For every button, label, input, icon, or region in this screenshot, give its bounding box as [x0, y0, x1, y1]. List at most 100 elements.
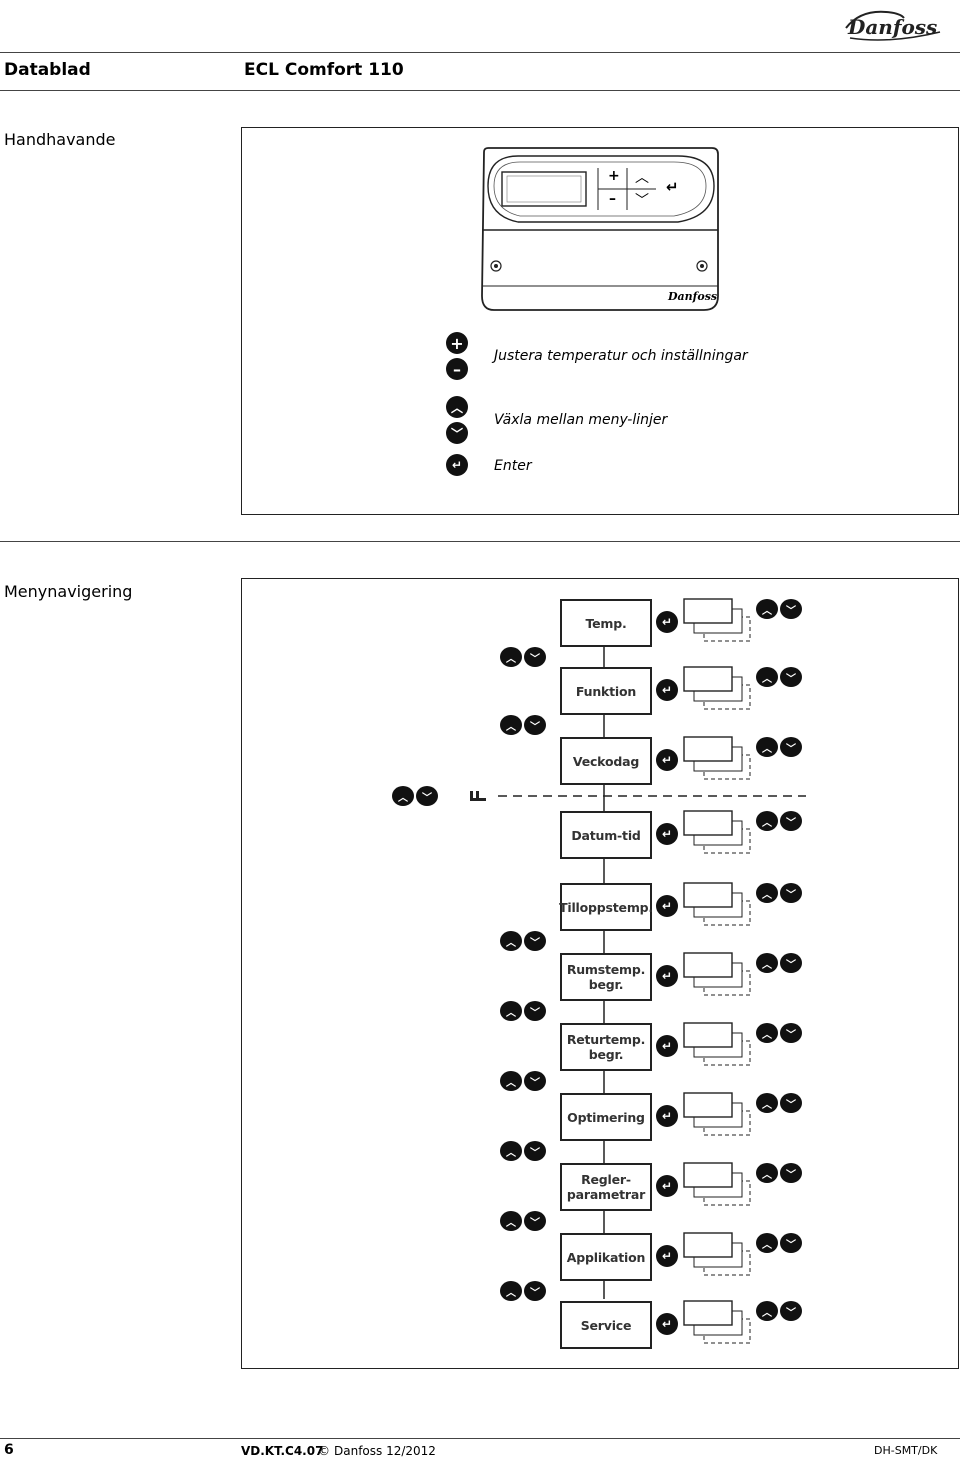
doc-type: Datablad — [4, 60, 91, 80]
submenu-stack — [683, 1092, 751, 1136]
menu-panel: Temp.↵︿﹀︿﹀Funktion↵︿﹀︿﹀Veckodag↵︿﹀Datum-… — [241, 578, 959, 1369]
legend-text-navigate: Växla mellan meny-linjer — [494, 412, 668, 428]
legend-text-adjust: Justera temperatur och inställningar — [494, 348, 748, 364]
device-brand-logo: Danfoss — [668, 290, 718, 303]
menu-item-box: Returtemp. begr. — [560, 1023, 652, 1071]
chevron-down-icon: ﹀ — [780, 667, 802, 687]
doc-code: VD.KT.C4.07 — [241, 1444, 324, 1458]
enter-icon[interactable]: ↵ — [656, 965, 678, 987]
chevron-up-icon: ︿ — [500, 715, 522, 735]
chevron-down-icon: ﹀ — [524, 1071, 546, 1091]
chevron-up-icon: ︿ — [756, 1301, 778, 1321]
chevron-up-icon: ︿ — [756, 883, 778, 903]
enter-icon[interactable]: ↵ — [656, 679, 678, 701]
device-plus-button[interactable]: + — [608, 168, 620, 184]
dst-nav-pair[interactable]: ︿ ﹀ — [392, 786, 440, 806]
handling-panel: + – ︿ ﹀ ↵ Danfoss + – Justera temperatur… — [241, 127, 959, 515]
plus-icon: + — [446, 332, 468, 354]
menu-nav-pair[interactable]: ︿﹀ — [500, 1071, 548, 1091]
chevron-up-icon: ︿ — [500, 1211, 522, 1231]
chevron-down-icon: ﹀ — [780, 883, 802, 903]
chevron-up-icon: ︿ — [392, 786, 414, 806]
department: DH-SMT/DK — [874, 1444, 938, 1457]
enter-icon[interactable]: ↵ — [656, 1175, 678, 1197]
chevron-up-icon: ︿ — [756, 1233, 778, 1253]
enter-icon[interactable]: ↵ — [656, 895, 678, 917]
submenu-stack — [683, 666, 751, 710]
enter-icon[interactable]: ↵ — [656, 611, 678, 633]
submenu-stack — [683, 810, 751, 854]
menu-nav-pair[interactable]: ︿﹀ — [500, 647, 548, 667]
enter-icon[interactable]: ↵ — [656, 823, 678, 845]
chevron-up-icon: ︿ — [500, 1001, 522, 1021]
chevron-down-icon: ﹀ — [524, 1281, 546, 1301]
chevron-down-icon: ﹀ — [780, 811, 802, 831]
submenu-nav-pair[interactable]: ︿﹀ — [756, 1233, 804, 1253]
chevron-up-icon: ︿ — [756, 737, 778, 757]
menu-nav-pair[interactable]: ︿﹀ — [500, 1211, 548, 1231]
enter-icon[interactable]: ↵ — [656, 749, 678, 771]
enter-icon: ↵ — [446, 454, 468, 476]
minus-icon: – — [446, 358, 468, 380]
enter-icon[interactable]: ↵ — [656, 1105, 678, 1127]
chevron-down-icon: ﹀ — [780, 599, 802, 619]
menu-item-box: Veckodag — [560, 737, 652, 785]
submenu-nav-pair[interactable]: ︿﹀ — [756, 1023, 804, 1043]
legend-text-enter: Enter — [494, 458, 532, 474]
chevron-up-icon: ︿ — [756, 1093, 778, 1113]
submenu-nav-pair[interactable]: ︿﹀ — [756, 1163, 804, 1183]
legend-row-enter: ↵ Enter — [446, 454, 926, 480]
enter-icon[interactable]: ↵ — [656, 1035, 678, 1057]
submenu-nav-pair[interactable]: ︿﹀ — [756, 667, 804, 687]
enter-icon[interactable]: ↵ — [656, 1245, 678, 1267]
submenu-nav-pair[interactable]: ︿﹀ — [756, 1301, 804, 1321]
submenu-nav-pair[interactable]: ︿﹀ — [756, 811, 804, 831]
chevron-down-icon: ﹀ — [416, 786, 438, 806]
copyright-symbol: © — [318, 1444, 330, 1458]
section-rule — [0, 541, 960, 542]
page-number: 6 — [4, 1442, 14, 1458]
chevron-down-icon: ﹀ — [524, 715, 546, 735]
submenu-nav-pair[interactable]: ︿﹀ — [756, 883, 804, 903]
chevron-up-icon: ︿ — [756, 811, 778, 831]
submenu-stack — [683, 952, 751, 996]
chevron-down-icon: ﹀ — [524, 1211, 546, 1231]
company-date: Danfoss 12/2012 — [334, 1444, 436, 1458]
menu-item-box: Temp. — [560, 599, 652, 647]
menu-item-box: Datum-tid — [560, 811, 652, 859]
submenu-nav-pair[interactable]: ︿﹀ — [756, 953, 804, 973]
chevron-up-icon: ︿ — [500, 931, 522, 951]
chevron-down-icon: ﹀ — [524, 647, 546, 667]
submenu-stack — [683, 1232, 751, 1276]
chevron-down-icon: ﹀ — [524, 931, 546, 951]
controller-device: + – ︿ ﹀ ↵ Danfoss — [478, 146, 722, 312]
header-rule-bottom — [0, 90, 960, 91]
menu-nav-pair[interactable]: ︿﹀ — [500, 931, 548, 951]
chevron-down-icon: ﹀ — [780, 1023, 802, 1043]
legend-row-adjust: + – Justera temperatur och inställningar — [446, 332, 926, 384]
device-down-button[interactable]: ﹀ — [635, 193, 649, 209]
chevron-up-icon: ︿ — [756, 1023, 778, 1043]
submenu-nav-pair[interactable]: ︿﹀ — [756, 599, 804, 619]
submenu-stack — [683, 1162, 751, 1206]
menu-item-box: Rumstemp. begr. — [560, 953, 652, 1001]
menu-nav-pair[interactable]: ︿﹀ — [500, 715, 548, 735]
chevron-down-icon: ﹀ — [446, 422, 468, 444]
device-minus-button[interactable]: – — [609, 191, 616, 207]
submenu-nav-pair[interactable]: ︿﹀ — [756, 737, 804, 757]
chevron-down-icon: ﹀ — [524, 1141, 546, 1161]
chevron-down-icon: ﹀ — [780, 737, 802, 757]
device-up-button[interactable]: ︿ — [635, 170, 649, 186]
header-rule-top — [0, 52, 960, 53]
section-title-handling: Handhavande — [4, 130, 116, 149]
footer-rule — [0, 1438, 960, 1439]
menu-nav-pair[interactable]: ︿﹀ — [500, 1001, 548, 1021]
enter-icon[interactable]: ↵ — [656, 1313, 678, 1335]
device-enter-button[interactable]: ↵ — [666, 178, 679, 196]
chevron-up-icon: ︿ — [500, 1071, 522, 1091]
menu-nav-pair[interactable]: ︿﹀ — [500, 1141, 548, 1161]
menu-nav-pair[interactable]: ︿﹀ — [500, 1281, 548, 1301]
menu-item-box: Service — [560, 1301, 652, 1349]
submenu-nav-pair[interactable]: ︿﹀ — [756, 1093, 804, 1113]
submenu-stack — [683, 736, 751, 780]
